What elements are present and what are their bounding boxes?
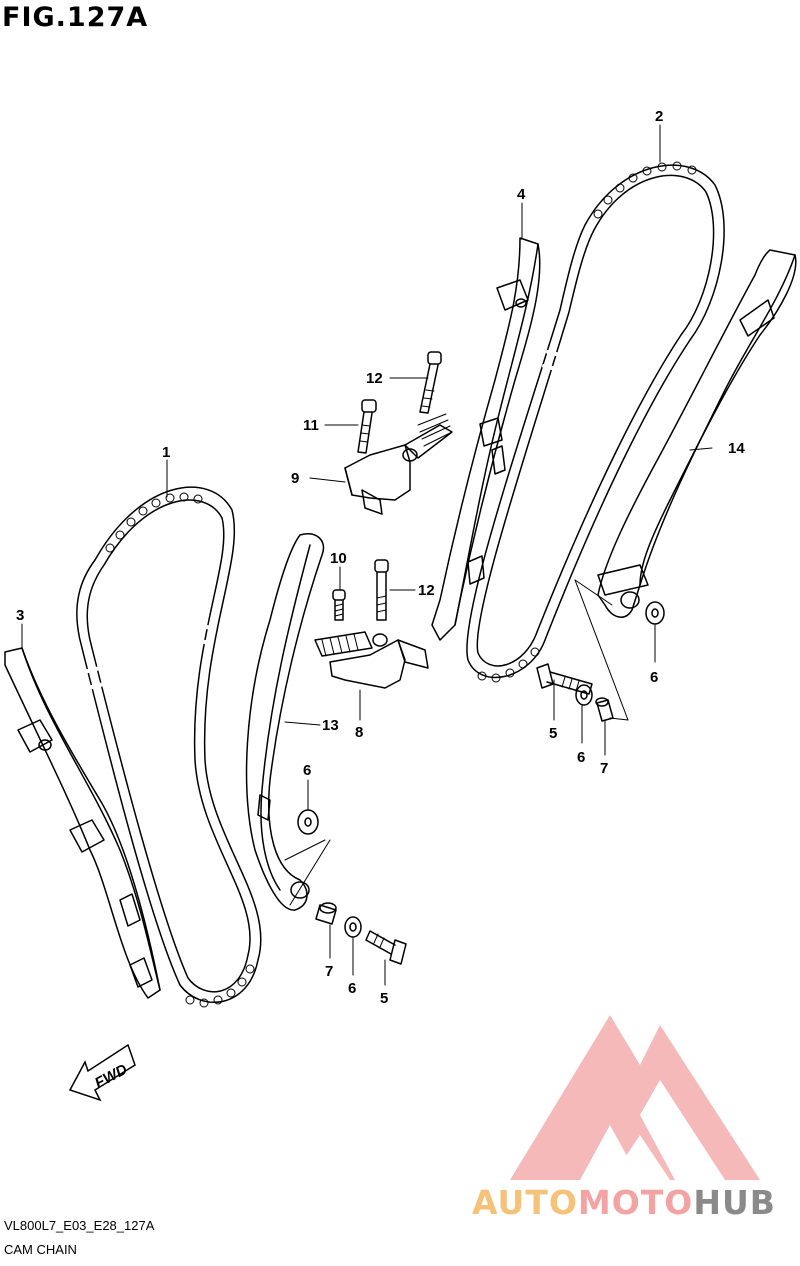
- callout-6-front-top[interactable]: 6: [303, 762, 311, 779]
- callout-6-front[interactable]: 6: [348, 980, 356, 997]
- figure-title: FIG.127A: [2, 2, 149, 33]
- callout-11[interactable]: 11: [303, 417, 319, 434]
- fwd-arrow-icon: FWD: [68, 1043, 136, 1102]
- bolt-10[interactable]: [332, 589, 346, 621]
- callout-3[interactable]: 3: [16, 607, 24, 624]
- callout-6-rear-top[interactable]: 6: [650, 669, 658, 686]
- bolt-12-lower[interactable]: [374, 559, 389, 621]
- callout-9[interactable]: 9: [291, 470, 299, 487]
- chain-guide-left[interactable]: [4, 647, 161, 999]
- automotohub-logo-icon: [510, 1015, 760, 1180]
- watermark-auto: AUTO: [472, 1183, 578, 1222]
- watermark-hub: HUB: [693, 1183, 776, 1222]
- cam-chain-rear[interactable]: [466, 161, 725, 683]
- bolt-12-upper[interactable]: [419, 351, 442, 414]
- figure-name: CAM CHAIN: [4, 1242, 77, 1257]
- chain-guide-rear[interactable]: [431, 237, 541, 641]
- callout-5-front[interactable]: 5: [380, 990, 388, 1007]
- watermark-moto: MOTO: [577, 1183, 694, 1222]
- tensioner-lower[interactable]: [314, 631, 429, 689]
- tensioner-upper[interactable]: [344, 413, 453, 515]
- callout-1[interactable]: 1: [162, 444, 170, 461]
- bolt-5-front[interactable]: [365, 930, 407, 965]
- callout-13[interactable]: 13: [322, 717, 339, 734]
- bolt-11[interactable]: [357, 399, 377, 454]
- washer-6-rear-top[interactable]: [645, 601, 665, 625]
- callout-5-rear[interactable]: 5: [549, 725, 557, 742]
- callout-7-rear[interactable]: 7: [600, 760, 608, 777]
- callout-10[interactable]: 10: [330, 550, 347, 567]
- tensioner-guide-rear[interactable]: [597, 249, 797, 618]
- callout-2[interactable]: 2: [655, 108, 663, 125]
- watermark-text: AUTOMOTOHUB: [472, 1183, 776, 1222]
- tensioner-guide-front[interactable]: [245, 533, 325, 911]
- callout-8[interactable]: 8: [355, 724, 363, 741]
- washer-6-front[interactable]: [344, 916, 362, 938]
- callout-7-front[interactable]: 7: [325, 963, 333, 980]
- callout-12-lower[interactable]: 12: [418, 582, 435, 599]
- washer-6-rear[interactable]: [575, 684, 593, 706]
- callout-4[interactable]: 4: [517, 186, 526, 203]
- washer-6-front-top[interactable]: [297, 809, 319, 835]
- callout-14[interactable]: 14: [728, 440, 745, 457]
- spacer-7-front[interactable]: [315, 902, 337, 925]
- callout-12-upper[interactable]: 12: [366, 370, 383, 387]
- bolt-5-rear[interactable]: [536, 663, 593, 695]
- leader-lines: [21, 124, 713, 986]
- figure-code: VL800L7_E03_E28_127A: [4, 1218, 155, 1233]
- cam-chain-front[interactable]: [76, 486, 262, 1008]
- callout-6-rear[interactable]: 6: [577, 749, 585, 766]
